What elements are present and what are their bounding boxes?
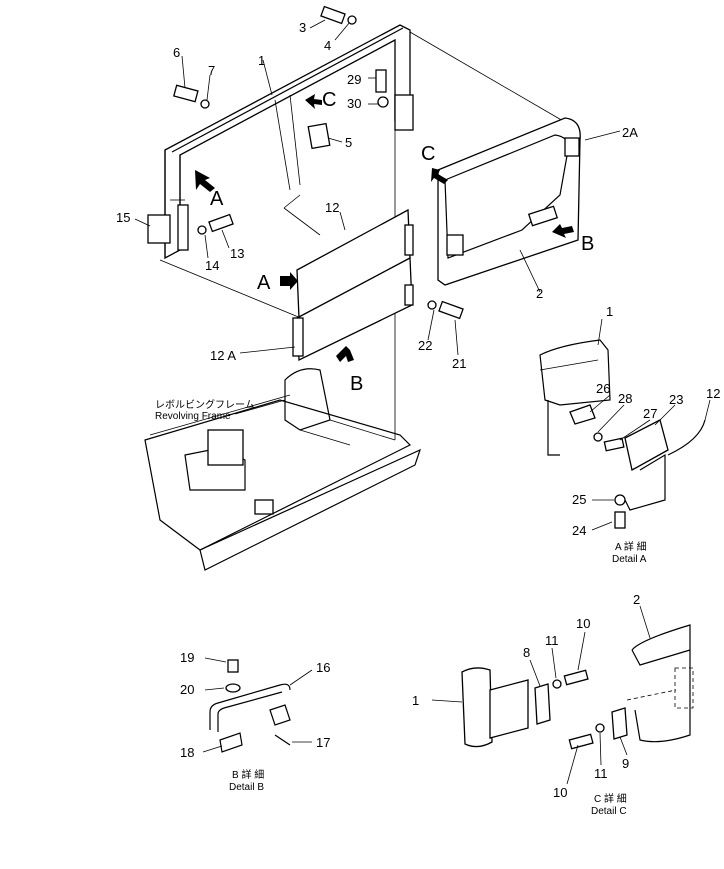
label-revolving-frame-jp: レボルビングフレーム: [155, 398, 255, 411]
label-part-1: 1: [258, 53, 265, 68]
label-part-17: 17: [316, 735, 330, 750]
label-part-2: 2: [536, 286, 543, 301]
label-part-26: 26: [596, 381, 610, 396]
main-frame-assembly: [134, 5, 621, 571]
label-part-4: 4: [324, 38, 331, 53]
label-part-10-bottom: 10: [553, 785, 567, 800]
label-part-11-bottom: 11: [594, 766, 608, 781]
detail-a-title-jp: A 詳 細: [615, 540, 647, 553]
view-arrow-c2: [431, 168, 448, 184]
label-part-27: 27: [643, 406, 657, 421]
label-detail-c-part-1: 1: [412, 693, 419, 708]
view-marker-c2: C: [421, 143, 435, 165]
label-part-24: 24: [572, 523, 586, 538]
view-marker-b1: B: [581, 233, 594, 255]
view-marker-a2: A: [257, 272, 271, 294]
label-part-21: 21: [452, 356, 466, 371]
detail-a-drawing: [539, 318, 711, 531]
detail-b-title-en: Detail B: [229, 782, 264, 793]
label-detail-c-part-2: 2: [633, 592, 640, 607]
label-revolving-frame-en: Revolving Frame: [155, 411, 231, 422]
label-part-12: 12: [325, 200, 339, 215]
label-part-9: 9: [622, 756, 629, 771]
label-part-8: 8: [523, 645, 530, 660]
view-marker-b2: B: [350, 373, 363, 395]
label-part-14: 14: [205, 258, 219, 273]
detail-a-title-en: Detail A: [612, 554, 647, 565]
view-arrow-c1: [305, 94, 322, 109]
view-arrow-a1: [195, 170, 215, 192]
view-arrow-a2: [280, 272, 298, 290]
bolt-3: [320, 5, 346, 25]
label-part-20: 20: [180, 682, 194, 697]
label-part-30: 30: [347, 96, 361, 111]
label-detail-a-part-12: 12: [706, 386, 720, 401]
label-part-25: 25: [572, 492, 586, 507]
label-part-18: 18: [180, 745, 194, 760]
detail-c-title-jp: C 詳 細: [594, 792, 627, 805]
label-part-5: 5: [345, 135, 352, 150]
label-detail-a-part-1: 1: [606, 304, 613, 319]
detail-c-drawing: [431, 605, 694, 785]
view-arrow-b1: [552, 224, 574, 238]
label-part-12a: 12 A: [210, 348, 236, 363]
label-part-19: 19: [180, 650, 194, 665]
view-arrow-b2: [336, 346, 354, 362]
detail-c-title-en: Detail C: [591, 806, 627, 817]
label-part-3: 3: [299, 20, 306, 35]
label-part-2a: 2A: [622, 125, 638, 140]
label-part-10-top: 10: [576, 616, 590, 631]
detail-b-title-jp: B 詳 細: [232, 768, 264, 781]
label-part-29: 29: [347, 72, 361, 87]
label-part-16: 16: [316, 660, 330, 675]
label-part-22: 22: [418, 338, 432, 353]
label-part-13: 13: [230, 246, 244, 261]
detail-b-drawing: [202, 657, 313, 753]
label-part-7: 7: [208, 63, 215, 78]
view-marker-a1: A: [210, 188, 224, 210]
view-marker-c1: C: [322, 89, 336, 111]
label-part-15: 15: [116, 210, 130, 225]
label-part-28: 28: [618, 391, 632, 406]
label-part-11-top: 11: [545, 633, 559, 648]
label-part-6: 6: [173, 45, 180, 60]
label-part-23: 23: [669, 392, 683, 407]
